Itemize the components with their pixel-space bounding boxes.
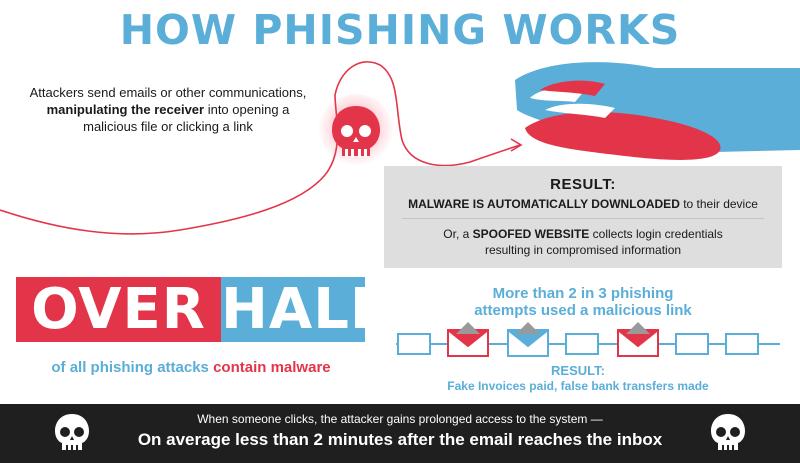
envelope-icon [397,333,431,355]
stat-line-1: More than 2 in 3 phishing [492,285,674,302]
half-box: HALF [221,277,390,342]
over-box: OVER [16,277,221,342]
intro-line-2: manipulating the receiver into opening a [8,101,328,118]
skull-icon [711,414,745,451]
mouse-icon [525,112,721,160]
page-title: HOW PHISHING WORKS [119,6,681,54]
intro-line-1: Attackers send emails or other communica… [29,85,307,100]
result-line-2-rest: collects login credentials [589,227,723,241]
result-2-body: Fake Invoices paid, false bank transfers… [447,379,709,393]
arrow-icon [510,138,523,152]
result-line-1-bold: MALWARE IS AUTOMATICALLY DOWNLOADED [408,197,680,211]
skull-icon [55,414,89,451]
result-line-2-bold: SPOOFED WEBSITE [472,227,590,241]
phishing-stat: More than 2 in 3 phishing attempts used … [408,285,758,319]
footer-banner: When someone clicks, the attacker gains … [0,404,800,463]
skull-icon [318,94,394,170]
intro-line-2-rest: into opening a [204,102,290,117]
stat-line-2: attempts used a malicious link [474,302,692,319]
result-line-1-rest: to their device [679,197,758,211]
result-line-1: MALWARE IS AUTOMATICALLY DOWNLOADED to t… [384,197,782,211]
envelope-icon [565,333,599,355]
footer-line-2: On average less than 2 minutes after the… [137,430,663,449]
envelope-chain [396,322,780,357]
intro-line-2-bold: manipulating the receiver [46,102,205,117]
result-line-2: Or, a SPOOFED WEBSITE collects login cre… [384,226,782,258]
result-box: RESULT: MALWARE IS AUTOMATICALLY DOWNLOA… [384,166,782,268]
result-line-2-pre: Or, a [443,227,473,241]
malware-caption-red: contain malware [213,359,331,376]
divider [402,218,764,219]
envelope-icon [507,322,549,357]
intro-line-3: malicious file or clicking a link [83,119,253,134]
half-word: HALF [221,277,390,342]
footer-line-1: When someone clicks, the attacker gains … [197,412,603,426]
result-2-title: RESULT: [551,363,605,378]
over-word: OVER [31,277,206,342]
envelope-icon [447,322,489,357]
malware-caption-pre: of all phishing attacks [51,359,214,376]
hand-icon [515,62,800,160]
result-line-2a: Or, a SPOOFED WEBSITE collects login cre… [384,226,782,242]
envelope-icon [617,322,659,357]
envelope-icon [675,333,709,355]
result-title: RESULT: [550,176,616,193]
result-line-3: resulting in compromised information [484,243,682,257]
envelope-icon [725,333,759,355]
malware-caption: of all phishing attacks contain malware [16,359,366,376]
intro-text: Attackers send emails or other communica… [8,84,328,135]
